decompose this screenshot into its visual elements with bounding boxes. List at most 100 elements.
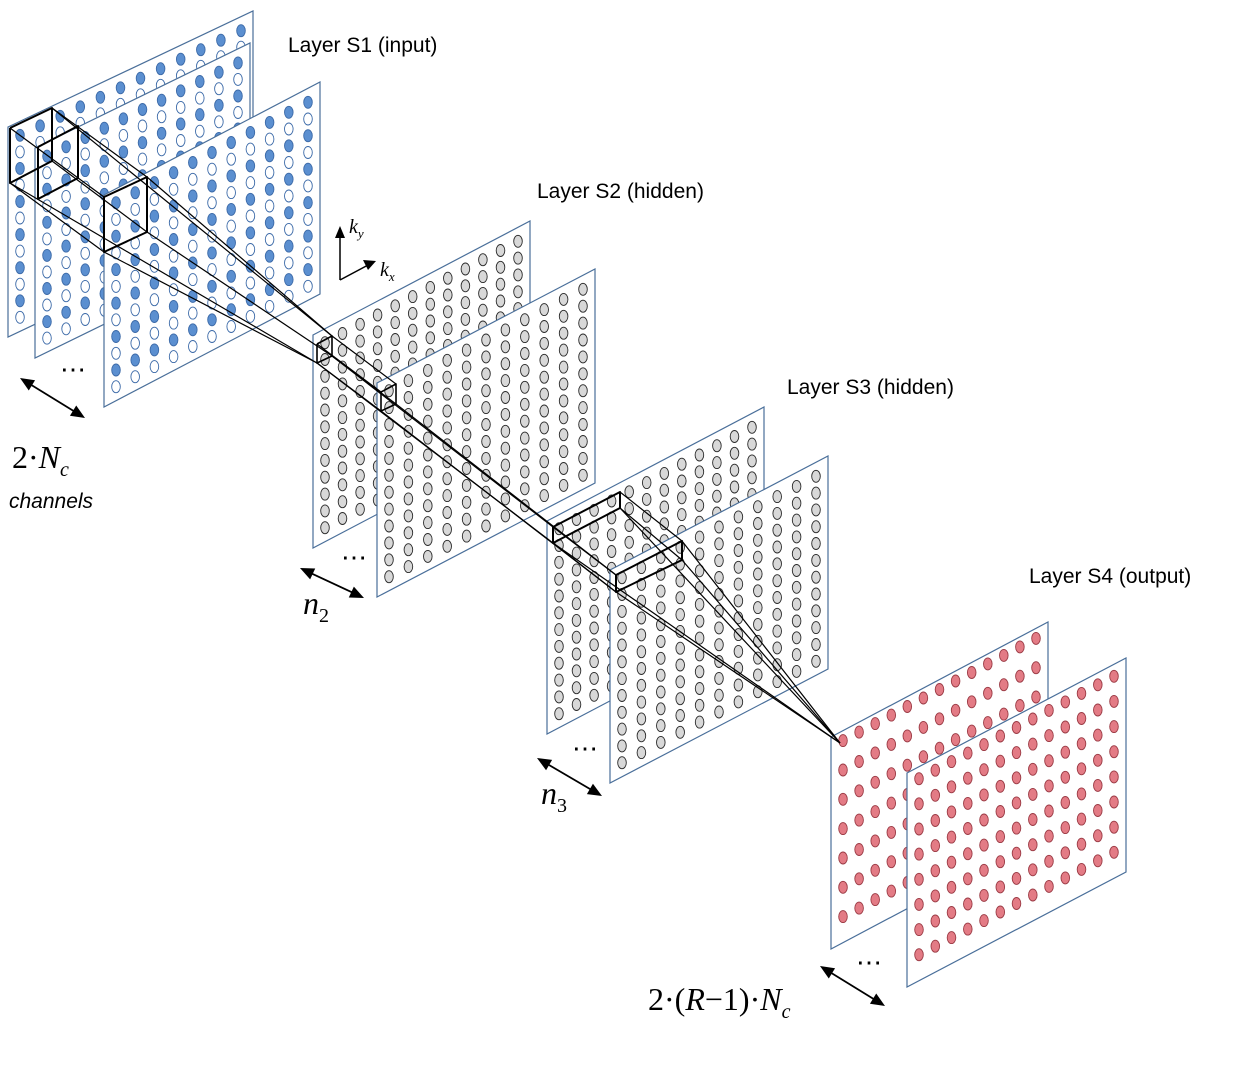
neuron — [156, 126, 167, 140]
neuron — [558, 478, 569, 492]
neuron — [979, 788, 989, 802]
neuron — [571, 597, 582, 611]
neuron — [675, 675, 685, 689]
neuron — [1109, 845, 1119, 859]
neuron — [130, 370, 140, 384]
neuron — [214, 65, 224, 79]
neuron — [520, 380, 530, 394]
neuron — [320, 470, 330, 484]
neuron — [520, 414, 530, 428]
neuron — [675, 608, 685, 622]
neuron — [500, 424, 511, 438]
neuron — [914, 872, 924, 886]
neuron — [963, 872, 973, 886]
neuron — [539, 336, 549, 350]
neuron — [337, 444, 348, 458]
neuron — [1031, 661, 1041, 675]
neuron — [168, 233, 179, 246]
neuron — [1011, 746, 1022, 760]
neuron — [1060, 695, 1071, 709]
neuron — [995, 880, 1006, 894]
neuron — [1044, 829, 1054, 843]
neuron — [712, 472, 722, 486]
neuron — [589, 604, 599, 618]
neuron — [1011, 771, 1022, 785]
s3-s4-projection — [681, 540, 841, 744]
neuron — [571, 630, 582, 644]
neuron — [233, 56, 243, 70]
s4-ellipsis: ⋯ — [856, 948, 882, 977]
neuron — [554, 572, 564, 586]
neuron — [95, 90, 106, 104]
s2-panel-front — [376, 268, 596, 598]
panel-frame — [376, 268, 596, 598]
neuron — [149, 360, 160, 374]
neuron — [791, 564, 802, 577]
neuron — [284, 105, 294, 119]
neuron — [854, 872, 864, 886]
neuron — [1076, 837, 1087, 851]
neuron — [15, 145, 25, 159]
arrow-head — [69, 405, 85, 418]
neuron — [1093, 829, 1103, 843]
neuron — [641, 492, 652, 506]
s3-s4-projection — [619, 507, 841, 744]
neuron — [946, 830, 957, 844]
neuron — [111, 296, 121, 310]
neuron — [168, 316, 179, 330]
neuron — [694, 530, 705, 544]
s2-depth-arrow — [300, 568, 364, 598]
neuron — [461, 428, 472, 442]
neuron — [226, 152, 236, 166]
neuron — [558, 411, 569, 425]
neuron — [554, 707, 564, 721]
neuron — [617, 604, 627, 618]
s4-panel-front — [906, 657, 1127, 988]
neuron — [694, 465, 705, 479]
neuron — [995, 830, 1006, 844]
neuron — [384, 536, 394, 550]
neuron — [694, 631, 705, 645]
neuron — [156, 143, 167, 157]
neuron — [1028, 813, 1038, 826]
s3-s4-projection — [615, 591, 841, 744]
neuron — [675, 709, 685, 722]
neuron — [403, 458, 414, 472]
neuron — [61, 256, 71, 270]
neuron — [188, 156, 198, 169]
neuron — [772, 675, 782, 689]
neuron — [337, 461, 348, 475]
neuron — [675, 658, 685, 672]
neuron — [61, 272, 71, 286]
neuron — [963, 771, 973, 785]
neuron — [854, 755, 864, 768]
neuron — [838, 763, 848, 777]
neuron — [156, 93, 167, 107]
neuron — [659, 483, 670, 497]
neuron — [772, 607, 782, 621]
neuron — [1109, 795, 1119, 809]
neuron — [617, 705, 627, 719]
neuron — [42, 166, 52, 180]
neuron — [61, 189, 71, 203]
neuron — [1011, 871, 1022, 885]
neuron — [42, 149, 52, 163]
neuron — [115, 81, 126, 95]
arrow-shaft — [29, 383, 76, 413]
neuron — [995, 905, 1006, 919]
neuron — [384, 485, 394, 499]
neuron — [617, 756, 627, 770]
neuron — [495, 294, 506, 308]
neuron — [372, 325, 383, 339]
layer-panels — [7, 10, 1127, 988]
neuron — [656, 584, 666, 598]
neuron — [226, 169, 236, 183]
neuron — [461, 377, 472, 391]
neuron — [513, 251, 523, 265]
neuron — [1076, 737, 1087, 751]
s1-kernel-edge — [9, 127, 105, 198]
neuron — [175, 84, 186, 98]
neuron — [423, 516, 433, 530]
neuron — [578, 316, 588, 330]
neuron — [712, 489, 722, 503]
